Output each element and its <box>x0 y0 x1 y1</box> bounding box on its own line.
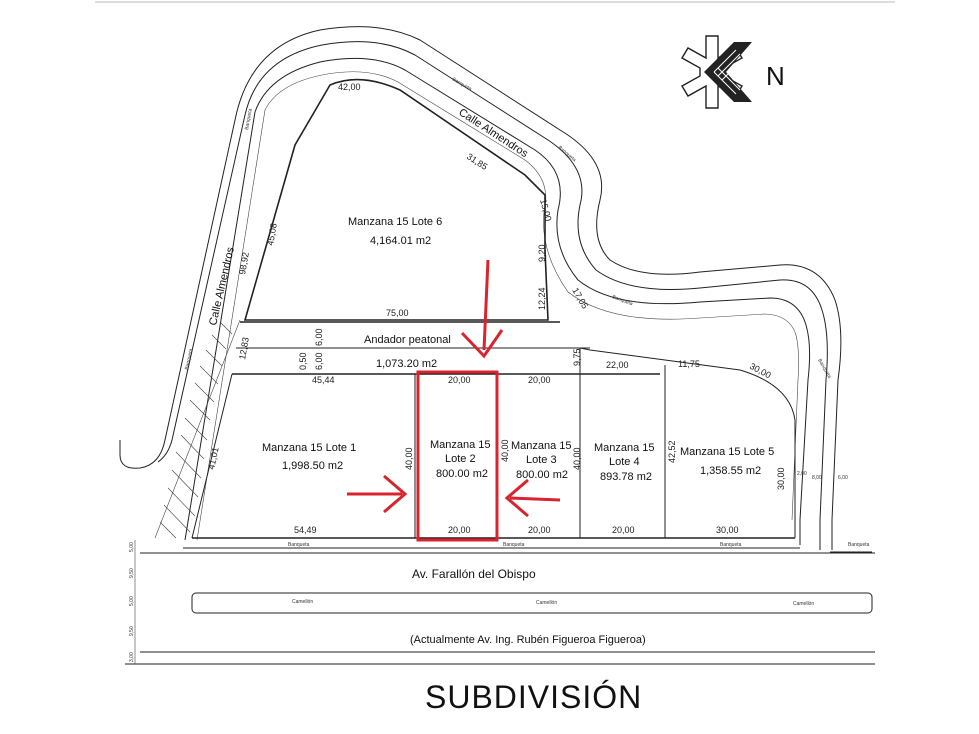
lote-3-line2: Lote 3 <box>526 454 557 466</box>
dim-label: 45,44 <box>312 375 335 385</box>
dim-label-small: 9,50 <box>129 626 135 636</box>
banqueta-label: Banqueta <box>611 294 633 307</box>
lote-5-area: 1,358.55 m2 <box>700 465 761 477</box>
banqueta-label: Banqueta <box>557 145 577 163</box>
dim-label: 9,75 <box>572 348 582 366</box>
dimension-labels: 42,00 31,85 15,00 9,20 12,24 17,05 45,08… <box>129 82 848 662</box>
banqueta-label: Banqueta <box>848 542 870 548</box>
page-title: SUBDIVISIÓN <box>425 679 642 715</box>
banqueta-label: Banqueta <box>244 108 254 130</box>
andador-name: Andador peatonal <box>364 334 451 346</box>
lote-6-area: 4,164.01 m2 <box>370 235 431 247</box>
lote-4-line2: Lote 4 <box>609 456 640 468</box>
banqueta-label: Banqueta <box>503 542 525 548</box>
dim-label: 9,20 <box>537 244 547 262</box>
dim-label-small: 3,00 <box>129 652 135 662</box>
lote-5-name: Manzana 15 Lote 5 <box>680 446 774 458</box>
banqueta-label: Banqueta <box>720 542 742 548</box>
avenue-note: (Actualmente Av. Ing. Rubén Figueroa Fig… <box>410 634 646 646</box>
dim-label: 98,92 <box>237 251 251 275</box>
dim-label: 6,00 <box>314 352 324 370</box>
banqueta-label: Banqueta <box>184 348 194 370</box>
dim-label-small: 5,00 <box>129 596 135 606</box>
dim-label-small: 6,00 <box>838 475 848 481</box>
dim-label: 40,00 <box>404 447 414 470</box>
dim-label: 17,05 <box>570 286 590 311</box>
north-arrow-icon <box>681 35 752 109</box>
calle-almendros-road <box>119 26 842 550</box>
lote-4-area: 893.78 m2 <box>600 471 652 483</box>
lote-3-line1: Manzana 15 <box>511 440 572 452</box>
dim-label: 22,00 <box>606 360 629 370</box>
avenue-label: Av. Farallón del Obispo <box>412 567 536 581</box>
lote-4-line1: Manzana 15 <box>594 442 655 454</box>
lote-2-highlight <box>347 259 561 542</box>
dim-label: 45,08 <box>265 222 279 246</box>
camellon-label: Camellón <box>536 600 557 606</box>
dim-label: 12,83 <box>237 336 251 360</box>
dim-label: 11,75 <box>678 359 700 369</box>
dim-label-small: 2,00 <box>797 471 807 477</box>
dim-label: 30,00 <box>716 525 739 535</box>
dim-label: 20,00 <box>612 525 635 535</box>
hatch-area <box>154 319 241 539</box>
lote-2-line1: Manzana 15 <box>430 439 491 451</box>
avenue-lines <box>125 540 875 665</box>
banqueta-label: Banqueta <box>288 542 310 548</box>
dim-label: 20,00 <box>448 375 471 385</box>
dim-label: 42,00 <box>338 82 361 92</box>
banqueta-label: Banqueta <box>816 358 832 380</box>
north-label: N <box>766 61 785 91</box>
dim-label: 41,01 <box>206 446 220 470</box>
dim-label: 20,00 <box>448 525 471 535</box>
dim-label: 15,00 <box>538 198 553 222</box>
dim-label: 75,00 <box>386 308 409 318</box>
lote-1-area: 1,998.50 m2 <box>282 460 343 472</box>
camellon-label: Camellón <box>793 601 814 607</box>
andador-area: 1,073.20 m2 <box>376 358 437 370</box>
dim-label: 42,52 <box>667 440 677 463</box>
dim-label: 12,24 <box>537 287 547 310</box>
dim-label: 20,00 <box>528 375 551 385</box>
dim-label-small: 8,00 <box>812 475 822 481</box>
dim-label: 30,00 <box>776 467 786 490</box>
dim-label-small: 9,50 <box>129 568 135 578</box>
dim-label: 40,00 <box>500 439 510 462</box>
lote-3-area: 800.00 m2 <box>516 469 568 481</box>
dim-label: 31,85 <box>465 151 489 172</box>
dim-label: 20,00 <box>528 525 551 535</box>
dim-label: 6,00 <box>314 328 324 346</box>
lote-2-area: 800.00 m2 <box>436 468 488 480</box>
camellon-label: Camellón <box>292 599 313 605</box>
dim-label: 0,50 <box>298 352 308 370</box>
lote-6-name: Manzana 15 Lote 6 <box>348 216 442 228</box>
street-label-calle-top: Calle Almendros <box>456 106 530 160</box>
lote-1-name: Manzana 15 Lote 1 <box>262 442 356 454</box>
dim-label: 40,00 <box>572 447 582 470</box>
banqueta-label: Banqueta <box>451 77 473 93</box>
dim-label: 54,49 <box>294 525 317 535</box>
lote-2-line2: Lote 2 <box>445 453 476 465</box>
dim-label-small: 5,00 <box>129 542 135 552</box>
